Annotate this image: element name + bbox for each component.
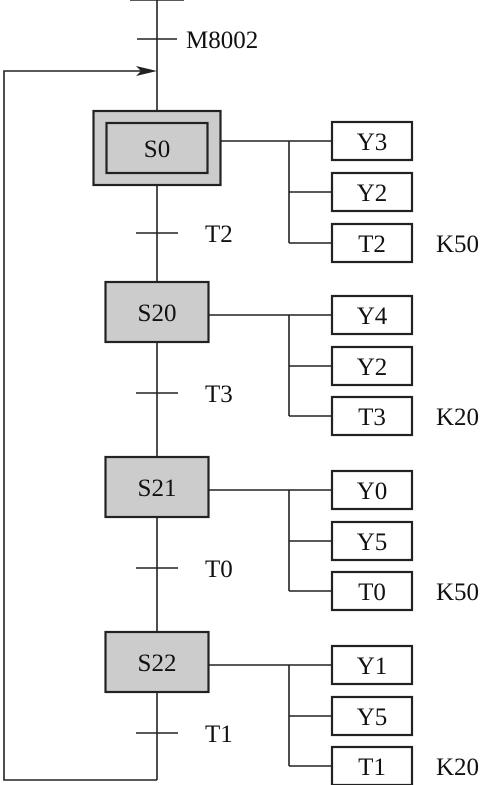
action-label: T2: [358, 231, 386, 258]
timer-setpoint: K50: [436, 231, 479, 258]
transition-label: T0: [205, 556, 233, 583]
step-box: [104, 455, 210, 519]
step-label: S0: [144, 136, 170, 163]
step-label: S22: [138, 650, 177, 677]
transition-label: T2: [205, 221, 233, 248]
action-box: [330, 695, 414, 737]
action-label: T0: [358, 579, 386, 606]
step-box-inner: [105, 121, 209, 175]
action-box: [330, 644, 414, 686]
action-label: Y5: [357, 704, 388, 731]
action-box: [330, 469, 414, 511]
step-label: S20: [138, 300, 177, 327]
timer-setpoint: K50: [436, 579, 479, 606]
action-label: Y5: [357, 529, 388, 556]
action-box: [330, 171, 414, 213]
action-box: [330, 395, 414, 437]
action-label: T1: [358, 754, 386, 781]
transition-t0: T0: [136, 556, 233, 583]
transition-t2: T2: [136, 221, 233, 248]
loop-arrow-head: [136, 66, 157, 76]
loop-back-line: [3, 66, 157, 781]
action-label: Y2: [357, 354, 388, 381]
transition-label: T3: [205, 381, 233, 408]
action-label: Y3: [357, 129, 388, 156]
transition-label: T1: [205, 721, 233, 748]
action-label: Y1: [357, 653, 388, 680]
step-box: [104, 630, 210, 694]
action-box: [330, 745, 414, 785]
timer-setpoint: K20: [436, 754, 479, 781]
action-box: [330, 294, 414, 336]
action-box: [330, 520, 414, 562]
timer-setpoint: K20: [436, 404, 479, 431]
transition-t1: T1: [136, 721, 233, 748]
action-box: [330, 120, 414, 162]
action-label: Y0: [357, 478, 388, 505]
action-label: Y2: [357, 180, 388, 207]
step-label: S21: [138, 475, 177, 502]
initial-transition-label: M8002: [186, 27, 258, 54]
action-label: T3: [358, 404, 386, 431]
step-box: [104, 280, 210, 344]
action-box: [330, 222, 414, 264]
transition-t3: T3: [136, 381, 233, 408]
action-box: [330, 345, 414, 387]
action-label: Y4: [357, 303, 388, 330]
main-flow-line: [130, 0, 184, 112]
initial-transition: M8002: [137, 27, 258, 54]
action-box: [330, 570, 414, 612]
